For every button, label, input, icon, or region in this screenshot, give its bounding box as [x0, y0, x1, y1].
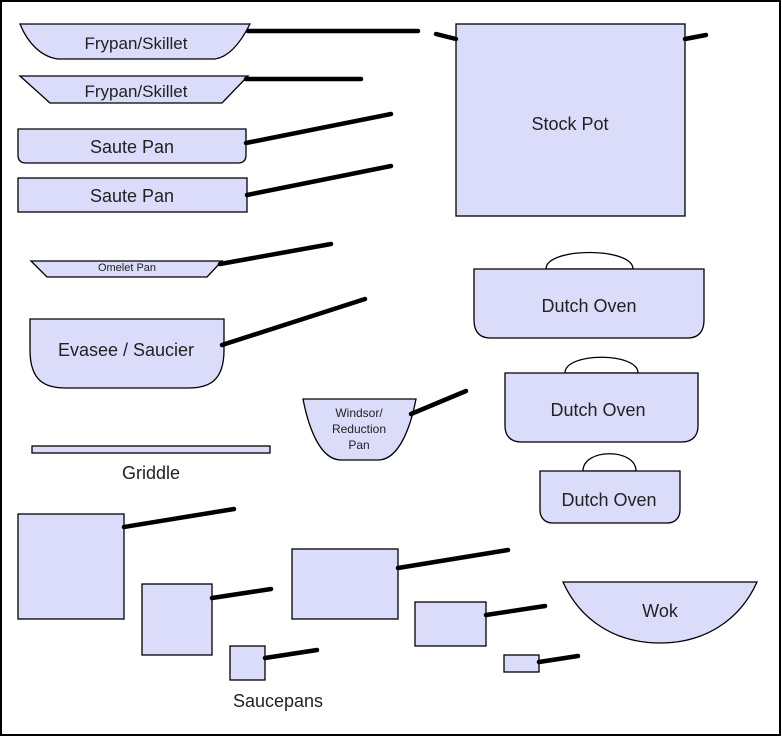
saute-pan-2: Saute Pan: [17, 163, 394, 213]
windsor-pan-handle: [408, 388, 469, 417]
wok-label: Wok: [642, 601, 679, 621]
omelet-pan: Omelet Pan: [29, 241, 334, 278]
frypan-2-label: Frypan/Skillet: [85, 82, 188, 101]
griddle-label: Griddle: [122, 463, 180, 483]
dutch-oven-3-body: [539, 470, 681, 524]
dutch-oven-1-lid-knob: [545, 251, 634, 270]
omelet-pan-label: Omelet Pan: [98, 262, 156, 274]
saucepan-4: [291, 547, 511, 620]
evasee-saucier-label: Evasee / Saucier: [58, 340, 194, 360]
dutch-oven-1: Dutch Oven: [473, 251, 705, 339]
saucepan-2-handle: [209, 586, 274, 601]
evasee-saucier: Evasee / Saucier: [29, 296, 368, 389]
wok-body: [561, 581, 759, 644]
stock-pot-left-handle: [433, 31, 459, 42]
saucepan-1: [17, 506, 237, 620]
saute-pan-1-label: Saute Pan: [90, 137, 174, 157]
saucepan-1-body: [17, 513, 125, 620]
dutch-oven-1-body: [473, 268, 705, 339]
windsor-label-line1: Windsor/: [335, 406, 383, 420]
saucepan-3-handle: [262, 647, 320, 661]
griddle-body: [31, 445, 271, 454]
frypan-skillet-1: Frypan/Skillet: [19, 23, 421, 60]
dutch-oven-1-label: Dutch Oven: [541, 296, 636, 316]
saucepan-6-handle: [536, 653, 581, 665]
dutch-oven-2: Dutch Oven: [504, 356, 699, 443]
saucepan-6: [503, 653, 581, 673]
frypan-skillet-2: Frypan/Skillet: [18, 75, 364, 104]
dutch-oven-2-label: Dutch Oven: [550, 400, 645, 420]
griddle: Griddle: [31, 445, 271, 483]
saucepan-5: [414, 601, 548, 647]
frypan-1-label: Frypan/Skillet: [85, 34, 188, 53]
windsor-label-line2: Reduction: [332, 422, 386, 436]
saute-pan-1-handle: [243, 111, 394, 146]
windsor-label-line3: Pan: [348, 438, 369, 452]
saute-pan-1: Saute Pan: [17, 111, 394, 164]
dutch-oven-3: Dutch Oven: [539, 453, 681, 524]
saucepan-2-body: [141, 583, 213, 656]
stock-pot-body: [455, 23, 686, 217]
saucepan-3-body: [229, 645, 266, 681]
omelet-pan-handle: [217, 241, 334, 267]
saucepan-2: [141, 583, 274, 656]
saucepan-5-body: [414, 601, 487, 647]
saute-pan-2-body: [17, 177, 248, 213]
saucepans-label: Saucepans: [233, 691, 323, 711]
dutch-oven-3-label: Dutch Oven: [561, 490, 656, 510]
dutch-oven-2-lid-knob: [564, 356, 639, 374]
saute-pan-2-handle: [244, 163, 394, 198]
saucepan-4-body: [291, 548, 399, 620]
saucepan-5-handle: [483, 603, 548, 618]
saucepan-1-handle: [121, 506, 237, 530]
wok: Wok: [561, 581, 759, 644]
evasee-saucier-handle: [219, 296, 368, 348]
windsor-pan-body: [302, 398, 417, 461]
stock-pot-label: Stock Pot: [531, 114, 608, 134]
windsor-reduction-pan: Windsor/ Reduction Pan: [302, 388, 469, 461]
frypan-2-body: [18, 75, 250, 104]
frypan-1-body: [19, 23, 252, 60]
omelet-pan-body: [29, 260, 224, 278]
saucepan-4-handle: [395, 547, 511, 571]
evasee-saucier-body: [29, 318, 225, 389]
saute-pan-1-body: [17, 128, 247, 164]
stock-pot: Stock Pot: [433, 23, 709, 217]
saucepan-3: [229, 645, 320, 681]
saute-pan-2-label: Saute Pan: [90, 186, 174, 206]
stock-pot-right-handle: [682, 32, 709, 42]
dutch-oven-3-lid-knob: [582, 453, 637, 472]
saucepan-6-body: [503, 654, 540, 673]
saucepans-group: Saucepans: [17, 506, 581, 711]
dutch-oven-2-body: [504, 372, 699, 443]
